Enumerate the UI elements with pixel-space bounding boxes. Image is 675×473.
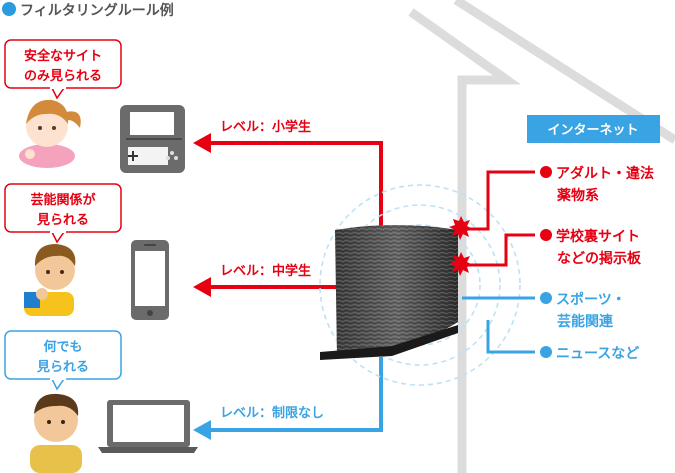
svg-text:安全なサイト: 安全なサイト bbox=[24, 48, 102, 64]
block-burst-icon bbox=[449, 216, 473, 276]
svg-text:芸能関係が: 芸能関係が bbox=[30, 192, 95, 208]
title-text: フィルタリングルール例 bbox=[20, 2, 174, 19]
arrow-head-teen bbox=[193, 277, 211, 297]
arrow-head-child bbox=[193, 133, 211, 153]
internet-label: インターネット bbox=[527, 115, 660, 143]
svg-text:スポーツ・: スポーツ・ bbox=[556, 291, 626, 308]
bubble-adult: 何でも 見られる bbox=[4, 330, 122, 391]
category-connectors bbox=[462, 170, 535, 354]
bubble-child: 安全なサイト のみ見られる bbox=[4, 39, 122, 100]
level-label-child: レベル：小学生 bbox=[220, 119, 311, 135]
circle-bullet-icon bbox=[2, 2, 16, 16]
teen-avatar bbox=[24, 244, 76, 316]
internet-label-text: インターネット bbox=[547, 123, 638, 138]
category-school-board: 学校裏サイト などの掲示板 bbox=[540, 228, 642, 267]
svg-text:薬物系: 薬物系 bbox=[557, 187, 599, 204]
svg-text:見られる: 見られる bbox=[36, 360, 89, 375]
adult-avatar bbox=[30, 393, 82, 473]
category-news: ニュースなど bbox=[540, 346, 639, 362]
bubble-teen: 芸能関係が 見られる bbox=[4, 183, 122, 244]
svg-text:などの掲示板: などの掲示板 bbox=[557, 250, 642, 267]
category-adult-illegal: アダルト・違法 薬物系 bbox=[540, 165, 654, 204]
svg-text:芸能関連: 芸能関連 bbox=[557, 313, 614, 330]
child-avatar bbox=[19, 99, 81, 168]
svg-text:見られる: 見られる bbox=[36, 213, 89, 228]
category-sports-entertainment: スポーツ・ 芸能関連 bbox=[540, 291, 626, 330]
svg-text:のみ見られる: のみ見られる bbox=[24, 69, 102, 84]
svg-text:学校裏サイト: 学校裏サイト bbox=[556, 228, 640, 245]
smartphone-icon bbox=[131, 240, 169, 320]
red-line-child bbox=[208, 141, 383, 228]
diagram-title: フィルタリングルール例 bbox=[2, 2, 174, 19]
level-label-adult: レベル：制限なし bbox=[220, 405, 324, 421]
laptop-icon bbox=[98, 400, 198, 453]
blue-line-adult bbox=[208, 357, 383, 432]
svg-text:ニュースなど: ニュースなど bbox=[556, 346, 639, 362]
level-label-teen: レベル：中学生 bbox=[220, 263, 311, 279]
wifi-router-icon bbox=[320, 225, 458, 360]
handheld-game-console-icon bbox=[120, 105, 185, 173]
svg-text:何でも: 何でも bbox=[43, 339, 82, 355]
svg-text:アダルト・違法: アダルト・違法 bbox=[556, 165, 654, 182]
arrow-head-adult bbox=[193, 420, 211, 440]
